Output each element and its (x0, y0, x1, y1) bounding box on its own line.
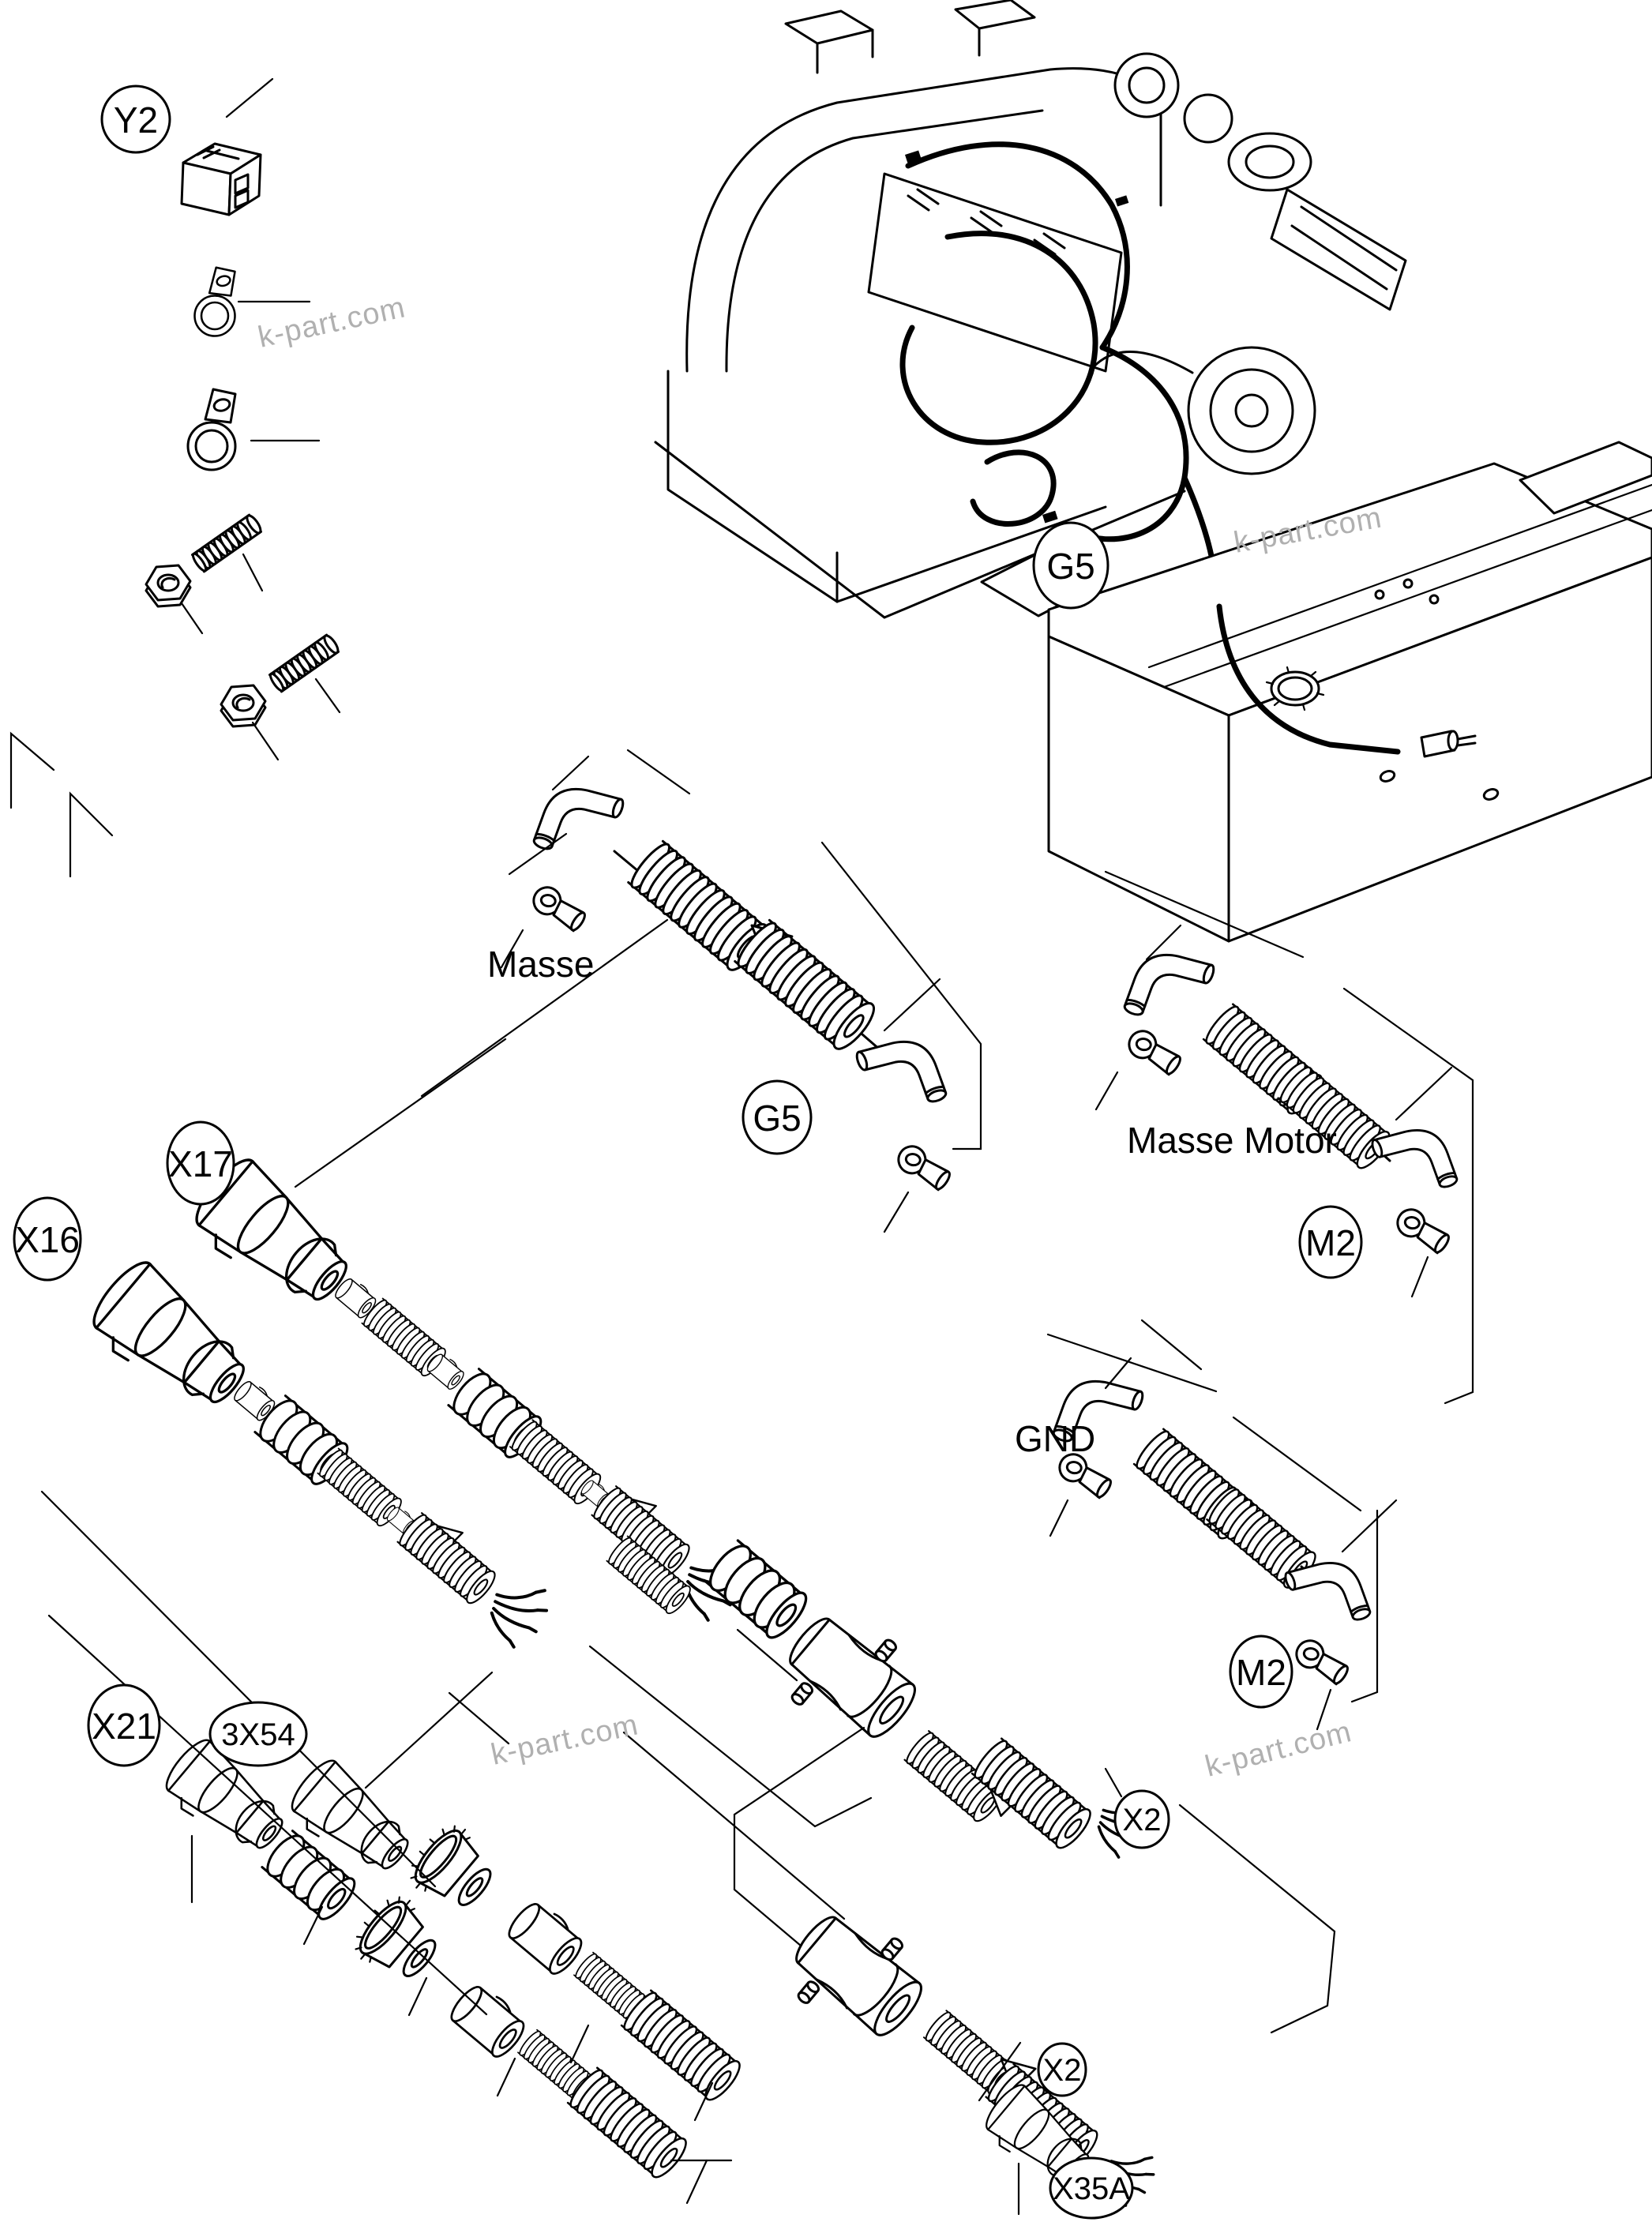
watermark: k-part.com (488, 1708, 641, 1771)
callout-label: X2 (1043, 2053, 1082, 2088)
callout-label: M2 (1236, 1652, 1286, 1693)
callout-label: X17 (168, 1143, 233, 1184)
callout-label: X2 (1123, 1803, 1162, 1837)
masse-motor-cable-assembly (1121, 940, 1460, 1259)
x16-cable-assembly (79, 1253, 561, 1653)
threaded-stud-1 (190, 512, 265, 574)
callout-m2-gnd: M2 (1229, 1635, 1293, 1709)
watermark: k-part.com (255, 291, 408, 354)
callout-m2-masse-motor: M2 (1298, 1205, 1363, 1279)
callout-x2-mid: X2 (1113, 1789, 1170, 1849)
cable-clip-small (193, 266, 236, 337)
callout-x2-bottom: X2 (1037, 2042, 1087, 2097)
callout-x35a: X35A (1049, 2156, 1134, 2220)
fuel-tank (980, 441, 1652, 943)
callout-label: X16 (15, 1219, 80, 1260)
cable-clip-large (186, 388, 237, 471)
callout-circle (1229, 1635, 1293, 1709)
callout-circle (1037, 2042, 1087, 2097)
callout-g5-masse: G5 (742, 1079, 813, 1155)
gnd-label: GND (1015, 1418, 1095, 1459)
callout-y2: Y2 (100, 84, 171, 154)
callout-circle (87, 1683, 161, 1767)
callout-3x54: 3X54 (208, 1701, 308, 1767)
callout-label: Y2 (114, 99, 158, 141)
callout-circle (100, 84, 171, 154)
gnd-cable-assembly (1050, 1367, 1373, 1691)
callout-circle (208, 1701, 308, 1767)
callout-circle (1113, 1789, 1170, 1849)
callout-label: X35A (1053, 2171, 1130, 2206)
y2-connector (180, 142, 262, 216)
callout-g5-engine: G5 (1032, 521, 1109, 610)
callout-x21: X21 (87, 1683, 161, 1767)
hex-nut-1 (145, 564, 192, 608)
threaded-stud-2 (267, 632, 342, 694)
callout-label: 3X54 (221, 1717, 295, 1752)
callout-circle (742, 1079, 813, 1155)
callout-label: G5 (753, 1098, 801, 1139)
callout-circle (1298, 1205, 1363, 1279)
leader-lines (180, 77, 1453, 2216)
frame-lines (9, 731, 1474, 2205)
callout-label: M2 (1305, 1222, 1356, 1263)
callout-circle (1032, 521, 1109, 610)
x3x54-connector-row (280, 1753, 746, 2106)
watermark: k-part.com (1202, 1715, 1355, 1784)
callout-circle (166, 1120, 235, 1206)
masse-label: Masse (487, 944, 594, 985)
callout-x17: X17 (166, 1120, 235, 1206)
callout-label: X21 (92, 1706, 156, 1747)
hex-nut-2 (220, 684, 267, 728)
callout-circle (13, 1196, 82, 1282)
engine-illustration (654, 0, 1407, 619)
callout-label: G5 (1046, 546, 1094, 587)
masse-ground-cable-assembly (527, 775, 955, 1196)
callout-circle (1049, 2156, 1134, 2220)
callout-x16: X16 (13, 1196, 82, 1282)
masse-motor-label: Masse Motor (1127, 1120, 1337, 1161)
